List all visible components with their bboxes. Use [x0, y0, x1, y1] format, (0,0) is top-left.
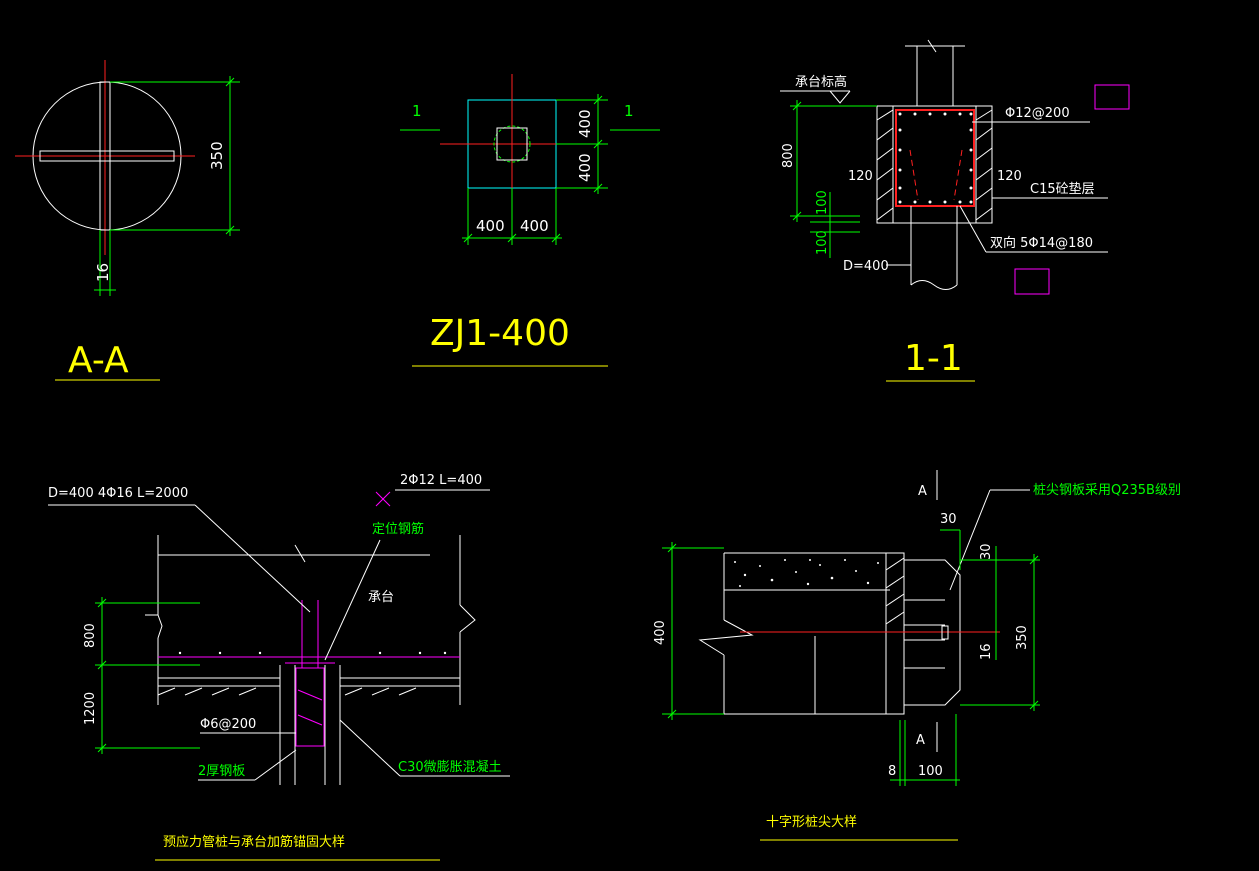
plan-dim-bottom: 400	[576, 153, 594, 182]
s11-rebar-top: Φ12@200	[1005, 106, 1070, 121]
tip-dim-8: 8	[888, 764, 896, 779]
tip-note: 桩尖钢板采用Q235B级别	[1033, 483, 1181, 498]
aa-title: A-A	[68, 340, 129, 381]
section-aa: 350 16 A-A	[15, 60, 240, 381]
anchor-pile-spec: D=400 4Φ16 L=2000	[48, 486, 188, 501]
s11-side-left: 120	[848, 169, 873, 184]
s11-dim-100b: 100	[815, 230, 830, 255]
s11-pile-dia: D=400	[843, 259, 889, 274]
plan-dim-left: 400	[476, 217, 505, 235]
tip-dim-100: 100	[918, 764, 943, 779]
tip-title: 十字形桩尖大样	[766, 815, 857, 830]
s11-depth: 800	[781, 143, 796, 168]
aa-dim-height: 350	[208, 141, 226, 170]
plan-zj1-400: 1 1 400 400 400 400 ZJ1-400	[400, 74, 660, 367]
anchor-steel-plate: 2厚钢板	[198, 764, 245, 779]
anchor-locating-bar: 定位钢筋	[372, 521, 424, 537]
tip-dim-400: 400	[653, 620, 668, 645]
plan-cut-left: 1	[412, 102, 422, 120]
plan-title: ZJ1-400	[430, 313, 570, 354]
pile-tip-detail: A A 桩尖钢板采用Q235B级别 30 350 30 16 400 8 100	[653, 470, 1181, 841]
anchor-detail: D=400 4Φ16 L=2000 2Φ12 L=400 定位钢筋 承台 Φ6@…	[48, 473, 510, 861]
anchor-dim-800: 800	[83, 623, 98, 648]
s11-rebar-bottom: 双向 5Φ14@180	[990, 235, 1093, 251]
section-1-1: Φ12@200 C15砼垫层 双向 5Φ14@180 120 120 承台标高 …	[780, 39, 1130, 382]
plan-dim-right: 400	[520, 217, 549, 235]
tip-dim-30b: 30	[979, 543, 994, 560]
plan-cut-right: 1	[624, 102, 634, 120]
s11-title: 1-1	[904, 338, 963, 379]
s11-cap-level: 承台标高	[795, 74, 847, 90]
tip-dim-350: 350	[1015, 625, 1030, 650]
tip-cut-bottom: A	[916, 733, 925, 748]
tip-dim-16: 16	[979, 643, 994, 660]
s11-side-right: 120	[997, 169, 1022, 184]
plan-dim-top: 400	[576, 109, 594, 138]
s11-dim-100a: 100	[815, 190, 830, 215]
tip-cut-top: A	[918, 484, 927, 499]
anchor-cap: 承台	[368, 590, 394, 605]
anchor-concrete: C30微膨胀混凝土	[398, 759, 502, 775]
anchor-dim-1200: 1200	[83, 692, 98, 725]
anchor-locating-spec: 2Φ12 L=400	[400, 473, 482, 488]
tip-dim-30a: 30	[940, 512, 957, 527]
anchor-stirrup: Φ6@200	[200, 717, 256, 732]
anchor-title: 预应力管桩与承台加筋锚固大样	[163, 834, 345, 850]
s11-bedding: C15砼垫层	[1030, 181, 1095, 197]
aa-dim-plate: 16	[94, 263, 112, 282]
